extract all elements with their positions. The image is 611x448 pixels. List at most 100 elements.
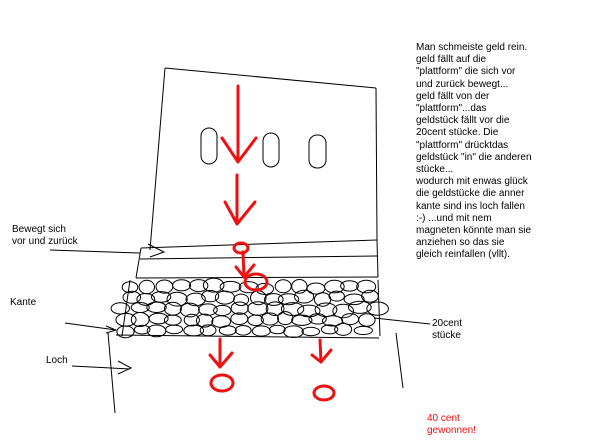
pile-coin — [122, 290, 142, 304]
red-coin-1 — [232, 241, 250, 255]
pile-coin — [165, 324, 184, 335]
wall-slot-2 — [262, 132, 280, 168]
label-coins: 20cent stücke — [432, 318, 462, 342]
pile-coin — [163, 314, 182, 326]
explanation-line: "plattform"...das — [416, 103, 487, 115]
pile-coin — [260, 312, 280, 326]
pile-coin — [324, 279, 345, 294]
pile-coin — [116, 325, 135, 339]
explanation-line: geld fällt auf die — [416, 54, 487, 66]
red-coin-4 — [312, 384, 336, 402]
red-arrow-2 — [223, 173, 257, 226]
label-moves: Bewegt sich vor und zurück — [12, 224, 78, 248]
explanation-line: magneten könnte man sie — [416, 225, 532, 237]
explanation-line: geldstück fällt vor die — [416, 115, 510, 127]
pile-coin — [313, 292, 332, 307]
pile-coin — [136, 293, 156, 306]
pile-coin — [130, 312, 150, 327]
pile-coin — [251, 325, 271, 337]
explanation-line: 20cent stücke. Die — [416, 127, 499, 139]
pile-coin — [264, 293, 284, 306]
pile-coin — [320, 324, 339, 335]
pile-coin — [301, 326, 321, 337]
pile-coin — [269, 324, 286, 335]
pile-coin — [356, 279, 377, 294]
pile-coin — [328, 290, 345, 302]
pile-coin — [218, 325, 237, 336]
explanation-text: Man schmeiste geld rein.geld fällt auf d… — [416, 42, 606, 262]
pile-coin — [358, 313, 376, 327]
pile-coin — [201, 289, 220, 303]
pile-coin — [230, 301, 249, 315]
pile-coin — [294, 289, 315, 304]
pile-coin — [274, 279, 292, 294]
pile-coin — [148, 312, 169, 325]
pointer-hole-head — [117, 360, 133, 375]
pile-coin — [202, 277, 225, 293]
wall-slot-3 — [308, 134, 327, 169]
explanation-line: gleich reinfallen (vllt). — [416, 249, 510, 261]
pile-coin — [283, 325, 304, 339]
red-coin-3 — [209, 373, 235, 393]
pile-coin — [233, 293, 250, 306]
pile-coin — [166, 291, 188, 307]
pile-coin — [163, 301, 182, 316]
coin-pile — [110, 277, 389, 339]
pile-coin — [314, 302, 338, 318]
pile-coin — [340, 280, 359, 292]
label-edge: Kante — [10, 297, 37, 308]
pointer-moves-head — [147, 243, 166, 258]
explanation-line: "plattform" die sich vor — [416, 66, 516, 78]
label-coins-line-2: stücke — [432, 330, 461, 341]
pile-coin — [179, 302, 200, 318]
explanation-line: geld fällt von der — [416, 90, 490, 102]
pile-coin — [291, 314, 313, 326]
explanation-line: "plattform" drücktdas — [416, 139, 509, 151]
pile-coin — [234, 325, 252, 336]
pile-coin — [291, 279, 308, 294]
result-text: 40 cent gewonnen! — [427, 413, 476, 437]
result-line-1: 40 cent — [427, 413, 460, 424]
pile-coin — [155, 279, 174, 294]
pile-coin — [332, 303, 355, 319]
red-arrow-3 — [234, 250, 256, 279]
explanation-line: und zurück bewegt... — [416, 78, 509, 90]
pointer-lines — [49, 243, 431, 375]
explanation-line: kante sind ins loch fallen — [416, 200, 525, 212]
pile-coin — [196, 313, 214, 328]
pointer-moves — [49, 249, 141, 254]
explanation-line: geldstück "in" die anderen — [416, 151, 532, 163]
pile-coin — [308, 313, 327, 325]
pile-coin — [172, 279, 192, 292]
pile-coin — [138, 279, 156, 295]
pile-coin — [183, 313, 200, 327]
label-moves-line-2: vor und zurück — [12, 236, 78, 247]
pile-coin — [353, 325, 373, 336]
falling-coin-arrows — [208, 84, 336, 402]
edge-lines — [107, 332, 404, 414]
pile-coin — [247, 314, 264, 327]
pile-coin — [334, 322, 353, 336]
label-coins-line-1: 20cent — [432, 318, 463, 329]
pile-coin — [198, 303, 218, 316]
pile-coin — [189, 279, 209, 293]
wall-slot-1 — [200, 127, 218, 165]
wall-slots — [200, 127, 327, 169]
red-arrow-1 — [220, 84, 258, 164]
pile-coin — [185, 292, 206, 307]
pointer-coins — [373, 317, 431, 325]
red-arrow-4 — [208, 337, 234, 369]
explanation-line: die geldstücke die anner — [416, 188, 525, 200]
pile-coin — [347, 300, 372, 314]
pile-outline — [121, 279, 381, 337]
pile-coin — [213, 304, 232, 317]
red-arrow-5 — [310, 338, 333, 364]
label-moves-line-1: Bewegt sich — [12, 224, 66, 235]
pile-coin — [265, 301, 285, 317]
pile-coin — [343, 293, 365, 306]
explanation-line: :-) ...und mit nem — [416, 212, 492, 224]
label-hole: Loch — [46, 355, 68, 366]
explanation-line: Man schmeiste geld rein. — [416, 42, 528, 53]
explanation-line: wodurch mit enwas glück — [416, 176, 528, 188]
